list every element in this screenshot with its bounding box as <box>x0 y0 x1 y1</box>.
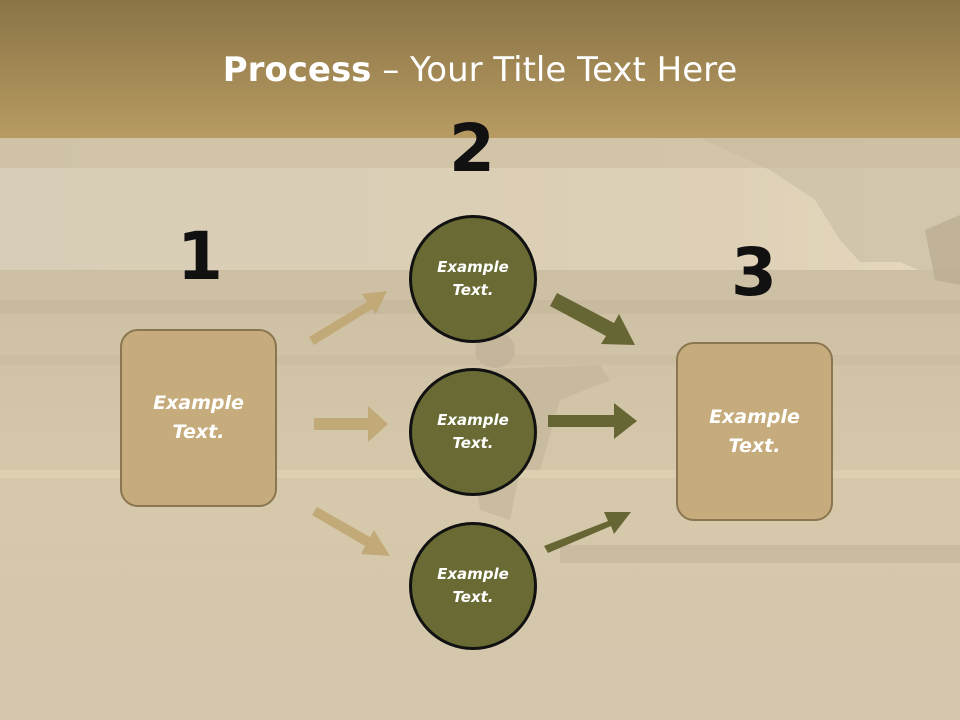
bottom-circle-text: Example Text. <box>437 565 509 606</box>
middle-circle: Example Text. <box>409 368 537 496</box>
slide-title: Process – Your Title Text Here <box>0 50 960 90</box>
left-arrows <box>309 291 390 556</box>
title-rest: – Your Title Text Here <box>371 50 738 90</box>
step-2-number: 2 <box>449 110 495 187</box>
top-circle-text: Example Text. <box>437 258 509 299</box>
right-step-text: Example Text. <box>709 405 800 457</box>
title-bold: Process <box>222 50 372 90</box>
middle-circle-text: Example Text. <box>437 411 509 452</box>
arrow-from-bottom-circle <box>544 512 631 553</box>
left-step-text: Example Text. <box>153 392 244 443</box>
step-1-number: 1 <box>177 218 223 295</box>
right-step-box: Example Text. <box>676 342 833 521</box>
arrow-from-top-circle <box>550 293 635 345</box>
right-arrows <box>544 293 637 553</box>
arrow-to-middle-circle <box>314 406 388 442</box>
step-3-number: 3 <box>731 234 777 311</box>
left-step-box: Example Text. <box>120 329 277 507</box>
arrow-from-middle-circle <box>548 403 637 439</box>
top-circle: Example Text. <box>409 215 537 343</box>
arrow-to-top-circle <box>309 291 387 345</box>
arrow-to-bottom-circle <box>312 507 390 556</box>
bottom-circle: Example Text. <box>409 522 537 650</box>
